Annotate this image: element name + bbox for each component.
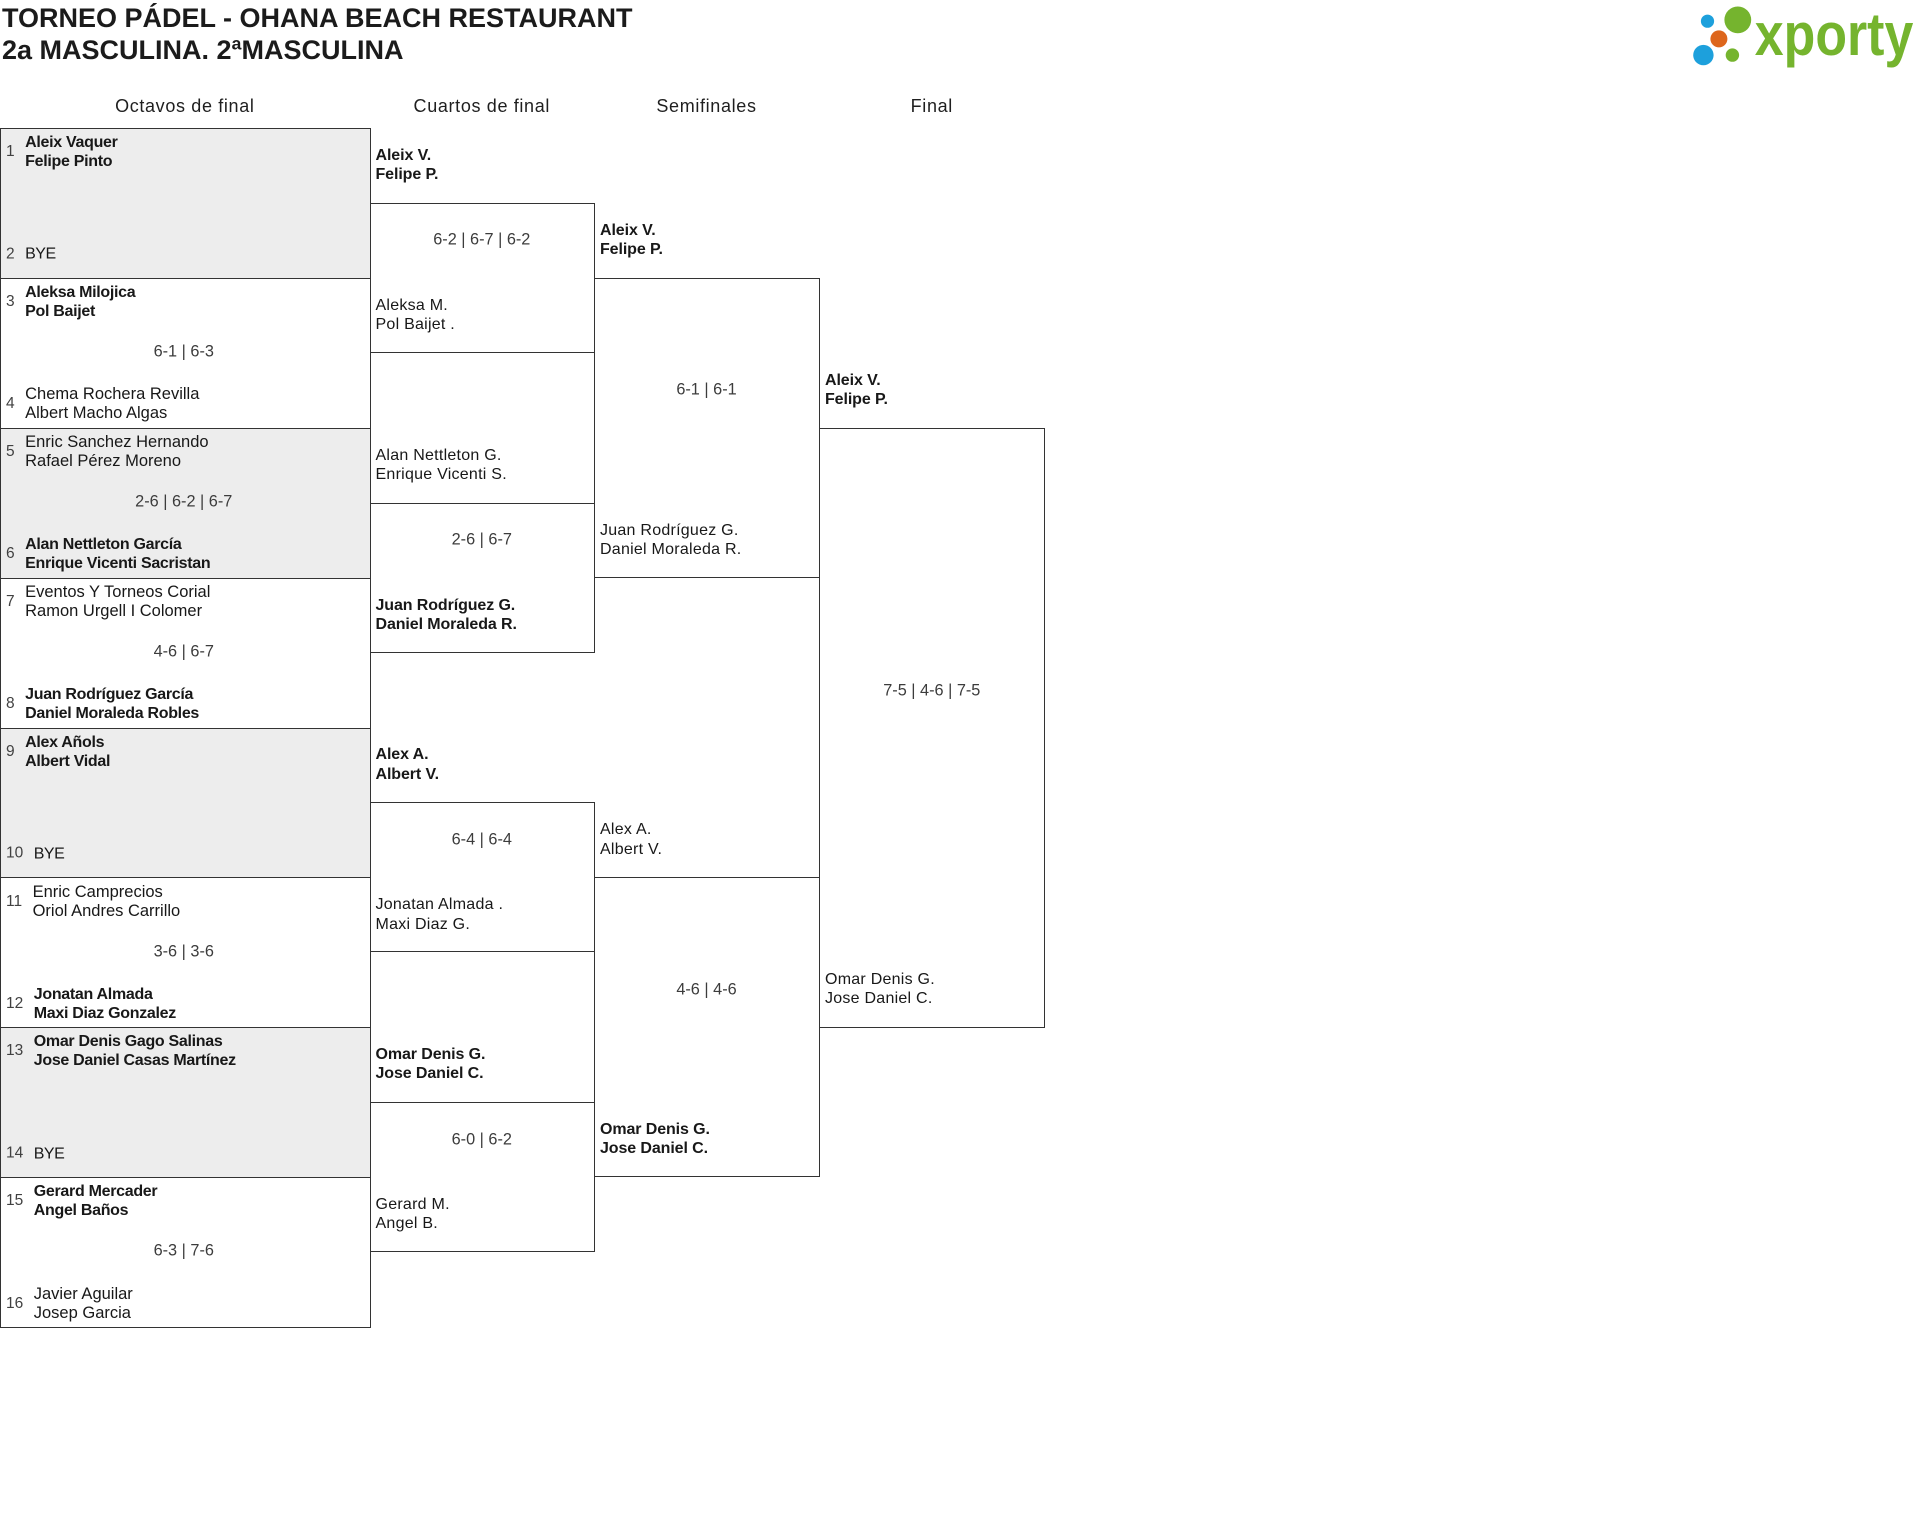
svg-text:xporty: xporty <box>1755 1 1914 68</box>
